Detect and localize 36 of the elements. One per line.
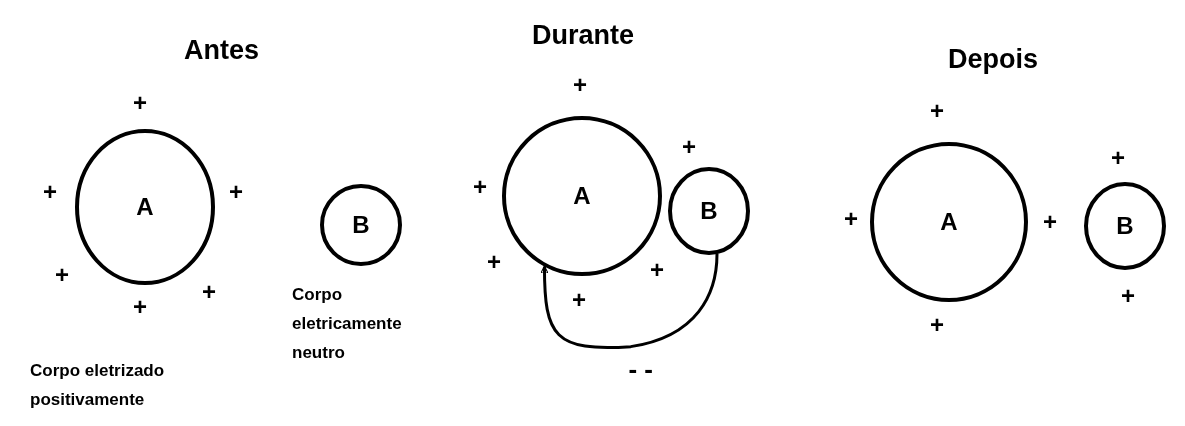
panel-heading: Antes — [184, 35, 259, 66]
charge-sign: + — [650, 256, 664, 284]
circle-node — [1084, 182, 1166, 270]
panel-heading: Durante — [532, 20, 634, 51]
charge-sign: + — [1111, 144, 1125, 172]
charge-sign: + — [1043, 208, 1057, 236]
charge-sign: + — [133, 89, 147, 117]
charge-sign: + — [930, 97, 944, 125]
panel-heading: Depois — [948, 44, 1039, 75]
charge-sign: + — [930, 311, 944, 339]
charge-sign: + — [682, 133, 696, 161]
circle-node — [320, 184, 402, 266]
circle-node — [668, 167, 750, 255]
node-label: A — [573, 182, 591, 210]
charge-sign: + — [572, 286, 586, 314]
charge-sign: + — [55, 261, 69, 289]
node-label: A — [940, 208, 958, 236]
caption: Corpo eletricamente neutro — [292, 284, 403, 364]
charge-sign: + — [573, 71, 587, 99]
node-label: B — [352, 211, 370, 239]
charge-sign: + — [133, 293, 147, 321]
charge-sign: + — [43, 178, 57, 206]
circle-node — [870, 142, 1028, 302]
charge-sign: + — [202, 278, 216, 306]
caption: Corpo eletrizado positivamente — [30, 360, 166, 411]
charge-sign: + — [473, 173, 487, 201]
charge-sign: + — [1121, 282, 1135, 310]
node-label: B — [1116, 212, 1134, 240]
node-label: B — [700, 197, 718, 225]
arrow — [540, 253, 719, 349]
charge-sign: + — [229, 178, 243, 206]
charge-sign: + — [844, 205, 858, 233]
charge-sign: + — [487, 248, 501, 276]
node-label: A — [136, 193, 154, 221]
circle-node — [75, 129, 215, 285]
circle-node — [502, 116, 662, 276]
